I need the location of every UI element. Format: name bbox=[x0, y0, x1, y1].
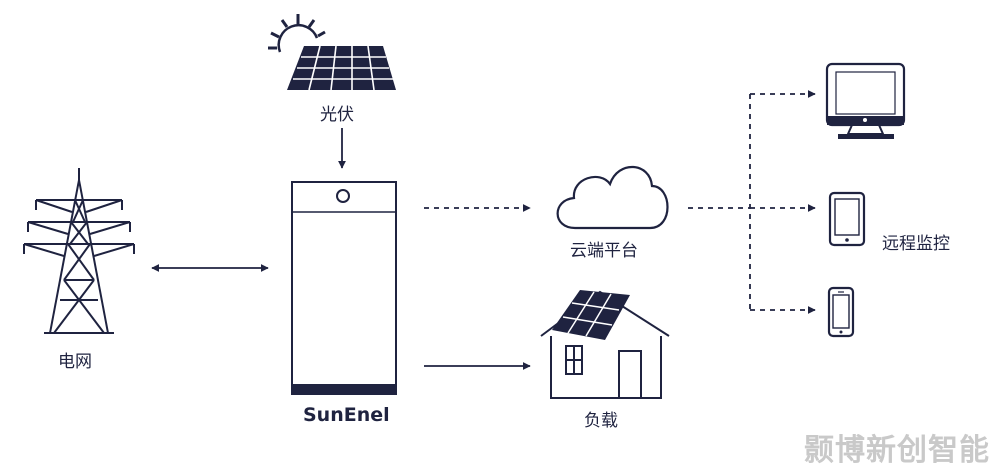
cloud-icon bbox=[556, 165, 669, 230]
solar-label: 光伏 bbox=[320, 105, 354, 125]
power-tower-icon bbox=[23, 168, 135, 334]
brand-label: SunEnel bbox=[303, 404, 390, 426]
phone-icon bbox=[827, 286, 855, 338]
monitor-icon bbox=[825, 62, 906, 139]
house-icon bbox=[540, 290, 670, 399]
remote-monitoring-label: 远程监控 bbox=[882, 234, 950, 254]
sun-icon bbox=[268, 14, 326, 53]
solar-panel-icon bbox=[287, 45, 396, 91]
tablet-icon bbox=[828, 191, 866, 247]
cloud-label: 云端平台 bbox=[570, 241, 638, 261]
grid-label: 电网 bbox=[58, 352, 92, 372]
watermark-text: 颢博新创智能 bbox=[804, 433, 990, 468]
energy-storage-cabinet-icon bbox=[291, 181, 397, 395]
remote-branch-lines bbox=[688, 94, 751, 310]
load-label: 负载 bbox=[584, 411, 618, 431]
